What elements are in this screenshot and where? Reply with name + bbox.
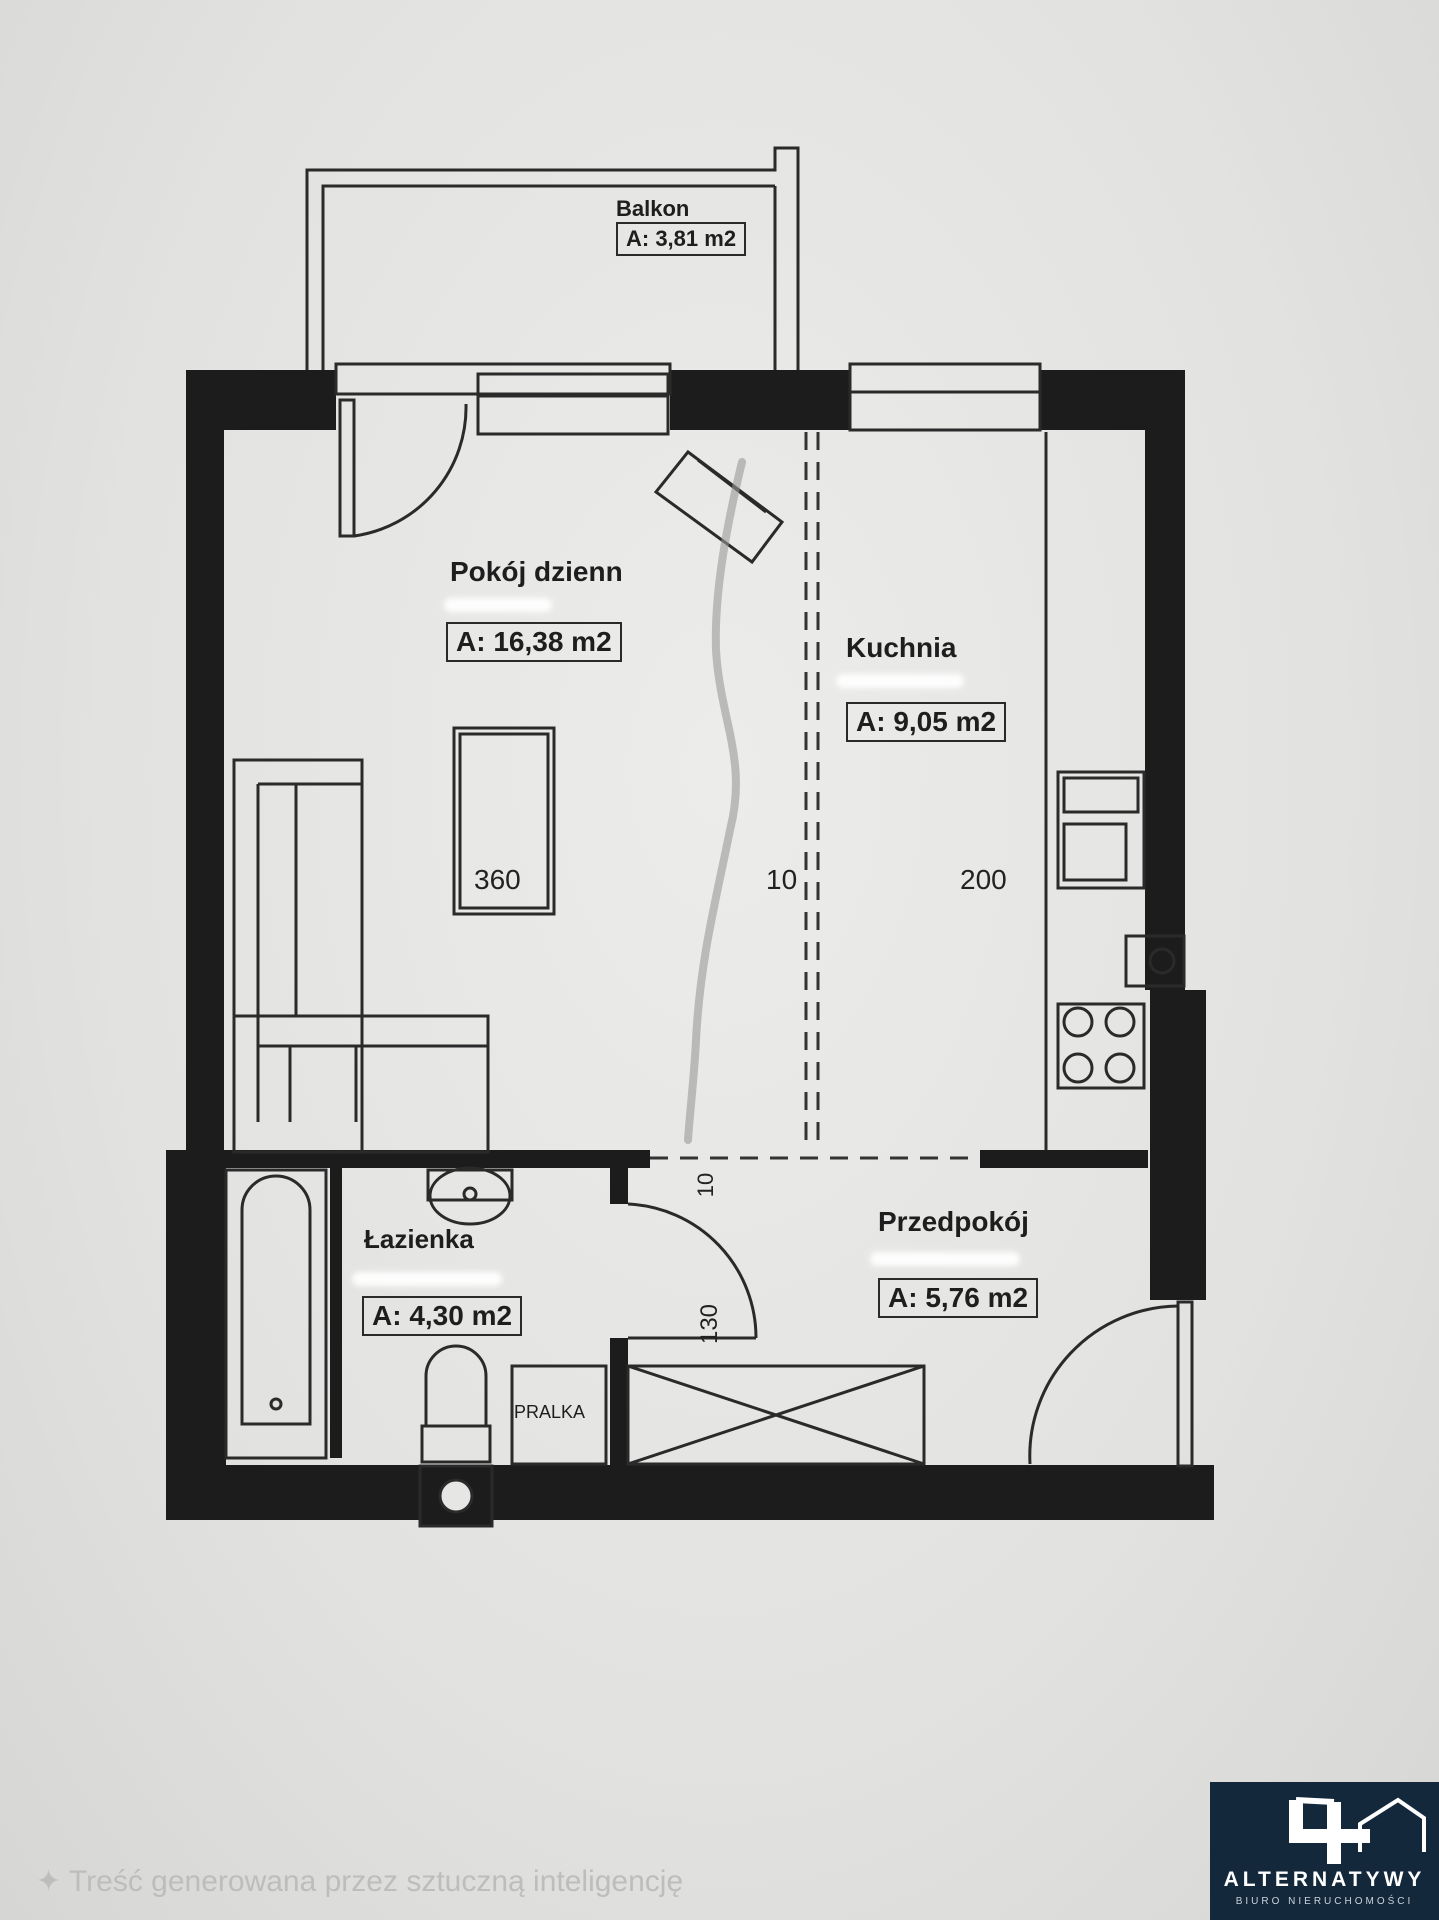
sofa: [232, 758, 490, 1154]
lazienka-area: A: 4,30 m2: [362, 1296, 523, 1336]
pokoj-name: Pokój dzienn: [450, 556, 623, 587]
washbasin: [426, 1166, 514, 1226]
interior-walls: [224, 1150, 1148, 1466]
window-right: [848, 362, 1042, 432]
wardrobe: [626, 1364, 926, 1466]
ai-generated-watermark: ✦ Treść generowana przez sztuczną inteli…: [36, 1865, 684, 1898]
agency-logo: ALTERNATYWY BIURO NIERUCHOMOŚCI: [1210, 1782, 1439, 1920]
dimension-360: 360: [474, 864, 521, 895]
dimension-200: 200: [960, 864, 1007, 895]
redacted-label: [444, 598, 552, 612]
logo-tagline: BIURO NIERUCHOMOŚCI: [1235, 1896, 1414, 1907]
redacted-label: [352, 1272, 502, 1286]
armchair: [653, 449, 785, 565]
dimension-10-horizontal: 10: [693, 1172, 719, 1198]
przedpokoj-area: A: 5,76 m2: [878, 1278, 1039, 1318]
logo-wordmark: ALTERNATYWY: [1223, 1868, 1426, 1891]
pokoj-area: A: 16,38 m2: [446, 622, 622, 662]
bathroom-door: [627, 1202, 758, 1340]
coffee-table: [452, 726, 556, 916]
kitchen-counter: [1044, 432, 1186, 1150]
balcony-door: [338, 398, 468, 538]
toilet: [418, 1344, 494, 1528]
lazienka-name: Łazienka: [364, 1224, 474, 1254]
washer-label: PRALKA: [514, 1402, 586, 1422]
window-left: [334, 362, 672, 436]
paper-crease: [684, 458, 746, 1144]
balkon-name: Balkon: [616, 196, 690, 221]
kuchnia-name: Kuchnia: [846, 632, 957, 663]
washing-machine: [510, 1364, 608, 1466]
bathtub: [224, 1168, 328, 1460]
dimension-130: 130: [696, 1303, 724, 1345]
zone-separators: [650, 432, 980, 1160]
redacted-label: [870, 1252, 1020, 1266]
balcony: [305, 146, 800, 372]
logo-house-icon: [1289, 1797, 1426, 1864]
exterior-walls: [166, 370, 1214, 1520]
redacted-label: [836, 674, 964, 688]
przedpokoj-name: Przedpokój: [878, 1206, 1029, 1237]
dimension-10-vertical: 10: [766, 864, 798, 895]
entrance-door: [1028, 1300, 1194, 1468]
balkon-area: A: 3,81 m2: [616, 222, 747, 256]
kuchnia-area: A: 9,05 m2: [846, 702, 1007, 742]
